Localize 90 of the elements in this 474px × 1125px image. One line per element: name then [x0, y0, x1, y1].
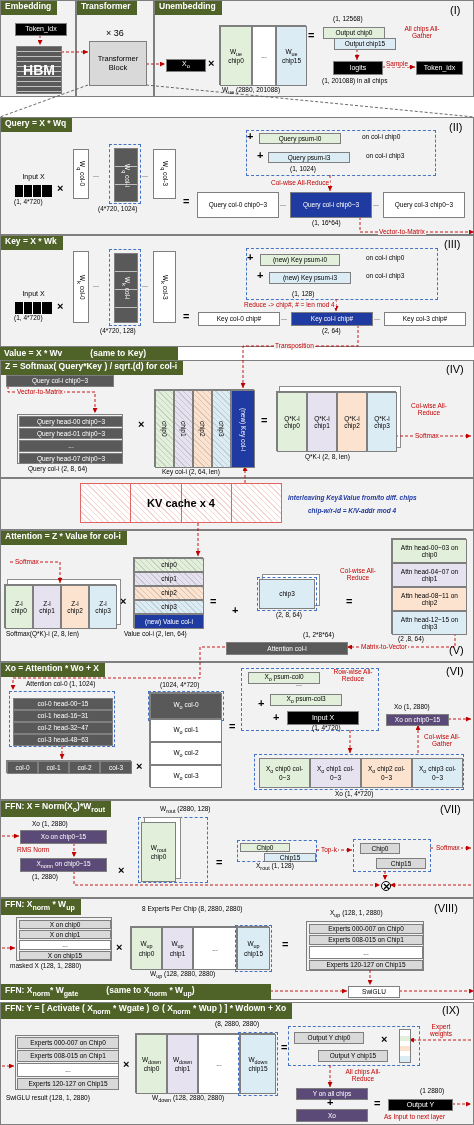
- operator-sign: =: [183, 195, 190, 208]
- section-heading: Query = X * Wq: [4, 117, 68, 130]
- matrix-outline: [130, 926, 269, 969]
- dashed-group-box: [246, 130, 436, 176]
- section-number: (I): [450, 4, 461, 17]
- operator-sign: ×: [120, 595, 127, 608]
- section-number: (VII): [440, 803, 461, 816]
- connector-line: [145, 84, 474, 118]
- operator-sign: =: [261, 414, 268, 427]
- matrix-outline: [219, 25, 306, 85]
- connector-line: [0, 84, 89, 118]
- heading-bar: [0, 347, 178, 360]
- multiply-circle: [381, 881, 391, 891]
- section-panel: [0, 898, 474, 1000]
- operator-sign: ×: [57, 300, 64, 313]
- section-heading: FFN: Y = [ Activate ( X$_{norm}$ * Wgate ) ⊙ ( X$_{norm}$ * Wup ) ] * Wdown + Xo: [4, 1002, 288, 1018]
- operator-sign: +: [273, 711, 280, 724]
- operator-sign: ×: [381, 1033, 388, 1046]
- matrix-outline: [16, 917, 112, 961]
- section-number: (VI): [446, 665, 464, 678]
- section-panel: [0, 360, 474, 478]
- dashed-group-box: [288, 1026, 420, 1066]
- matrix-outline: [133, 557, 203, 628]
- dashed-group-box: [246, 248, 438, 300]
- dashed-group-box: [254, 754, 464, 790]
- matrix-outline: [17, 414, 123, 464]
- section-number: (IV): [446, 363, 464, 376]
- heading-text: (same to Key): [90, 348, 147, 359]
- operator-sign: =: [281, 1041, 288, 1054]
- heading-bar: [1, 984, 271, 1000]
- matrix-outline: [6, 760, 131, 773]
- operator-sign: +: [247, 130, 254, 143]
- section-panel: [0, 800, 474, 898]
- operator-sign: =: [374, 1097, 381, 1110]
- section-panel: [0, 530, 474, 662]
- section-number: (IX): [442, 1004, 460, 1017]
- operator-sign: +: [257, 269, 264, 282]
- section-heading: Attention = Z * Value for col-i: [4, 530, 122, 543]
- operator-sign: ×: [118, 864, 125, 877]
- operator-sign: ×: [116, 941, 123, 954]
- dashed-group-box: [353, 839, 431, 872]
- section-number: (III): [444, 238, 461, 251]
- dashed-group-box: [9, 691, 115, 747]
- operator-sign: =: [282, 938, 289, 951]
- operator-sign: +: [232, 604, 239, 617]
- node-caption: × 36: [106, 28, 124, 39]
- operator-sign: =: [216, 856, 223, 869]
- section-number: (V): [449, 644, 464, 657]
- heading-text: FFN: X$_{norm}$* W$_{gate}$: [5, 986, 79, 998]
- section-heading: Embedding: [4, 0, 53, 13]
- matrix-outline: [154, 389, 254, 467]
- dashed-group-box: [237, 840, 317, 862]
- operator-sign: =: [210, 595, 217, 608]
- section-heading: Z = Softmax( Query*Key ) / sqrt.(d) for col-i: [4, 360, 179, 373]
- operator-sign: =: [308, 29, 315, 42]
- matrix-outline: [149, 692, 221, 787]
- section-heading: Transformer: [80, 0, 132, 13]
- dashed-group-box: [241, 668, 379, 731]
- section-heading: FFN: X$_{norm}$ * W$_{up}$: [4, 898, 76, 914]
- operator-sign: ×: [208, 57, 215, 70]
- section-panel: [154, 0, 474, 97]
- section-panel: [0, 662, 474, 800]
- operator-sign: ×: [57, 182, 64, 195]
- operator-sign: +: [258, 697, 265, 710]
- matrix-outline: [391, 538, 466, 634]
- section-panel: [0, 1002, 474, 1125]
- operator-sign: +: [257, 149, 264, 162]
- section-heading: FFN: X = Norm(X$_{o}$)*W$_{rout}$: [4, 800, 107, 816]
- weight-bar: [399, 1029, 411, 1063]
- section-heading: Xo = Attention * Wo + X: [4, 662, 100, 675]
- section-heading: Key = X * Wk: [4, 235, 58, 248]
- operator-sign: =: [229, 720, 236, 733]
- operator-sign: ×: [138, 418, 145, 431]
- operator-sign: ×: [123, 1058, 130, 1071]
- section-panel: [0, 117, 474, 235]
- matrix-outline: [15, 1035, 119, 1090]
- heading-text: (same to X$_{norm}$ * W$_{up}$): [106, 986, 195, 998]
- section-number: (VIII): [434, 902, 458, 915]
- section-heading: Unembedding: [158, 0, 217, 13]
- operator-sign: =: [183, 310, 190, 323]
- dashed-group-box: [138, 817, 208, 883]
- section-number: (II): [449, 121, 463, 134]
- matrix-outline: [306, 921, 424, 971]
- operator-sign: =: [346, 595, 353, 608]
- operator-sign: ×: [136, 760, 143, 773]
- operator-sign: +: [247, 251, 254, 264]
- section-panel: [76, 0, 154, 97]
- heading-text: Value = X * Wv: [4, 348, 63, 359]
- section-panel: [0, 0, 76, 97]
- matrix-outline: [135, 1033, 275, 1093]
